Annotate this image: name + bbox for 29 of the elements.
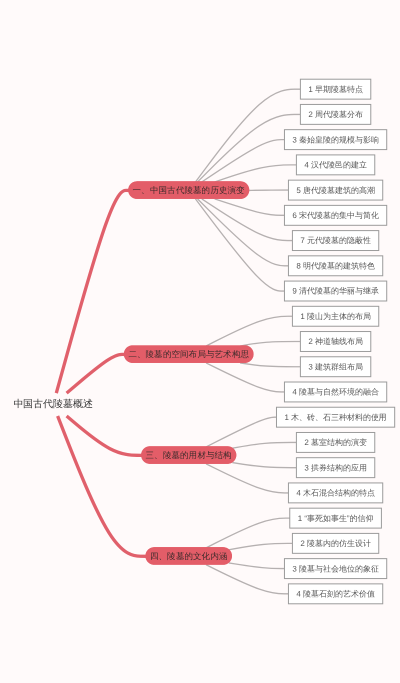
connector-line (206, 564, 288, 594)
connector-line (228, 562, 284, 570)
connector-line (194, 198, 284, 292)
topic-pill: 三、陵墓的用材与结构 (141, 446, 236, 464)
branch-line (66, 414, 142, 458)
branch-line (56, 415, 146, 558)
connector-line (201, 198, 292, 242)
topic-pill: 二、陵墓的空间布局与艺术构思 (124, 345, 254, 363)
connector-line (206, 463, 288, 494)
connector-line (206, 517, 290, 548)
connector-line (232, 462, 296, 468)
connector-line (240, 362, 300, 368)
connector-line (240, 340, 300, 347)
connector-line (197, 198, 288, 266)
topic-pill: 四、陵墓的文化内涵 (145, 547, 232, 565)
root-topic-text: 中国古代陵墓概述 (13, 398, 93, 410)
connector-line (197, 114, 300, 182)
connector-line (206, 362, 284, 393)
connector-line (206, 316, 292, 347)
connector-line (194, 88, 300, 182)
connector-line (249, 189, 288, 192)
connector-line (201, 138, 284, 183)
connector-line (214, 164, 296, 183)
connector-line (228, 542, 292, 550)
connector-line (206, 416, 276, 448)
topic-pill: 一、中国古代陵墓的历史演变 (128, 181, 250, 199)
branch-line (66, 352, 125, 394)
connector-line (214, 198, 284, 216)
connector-line (232, 442, 296, 449)
